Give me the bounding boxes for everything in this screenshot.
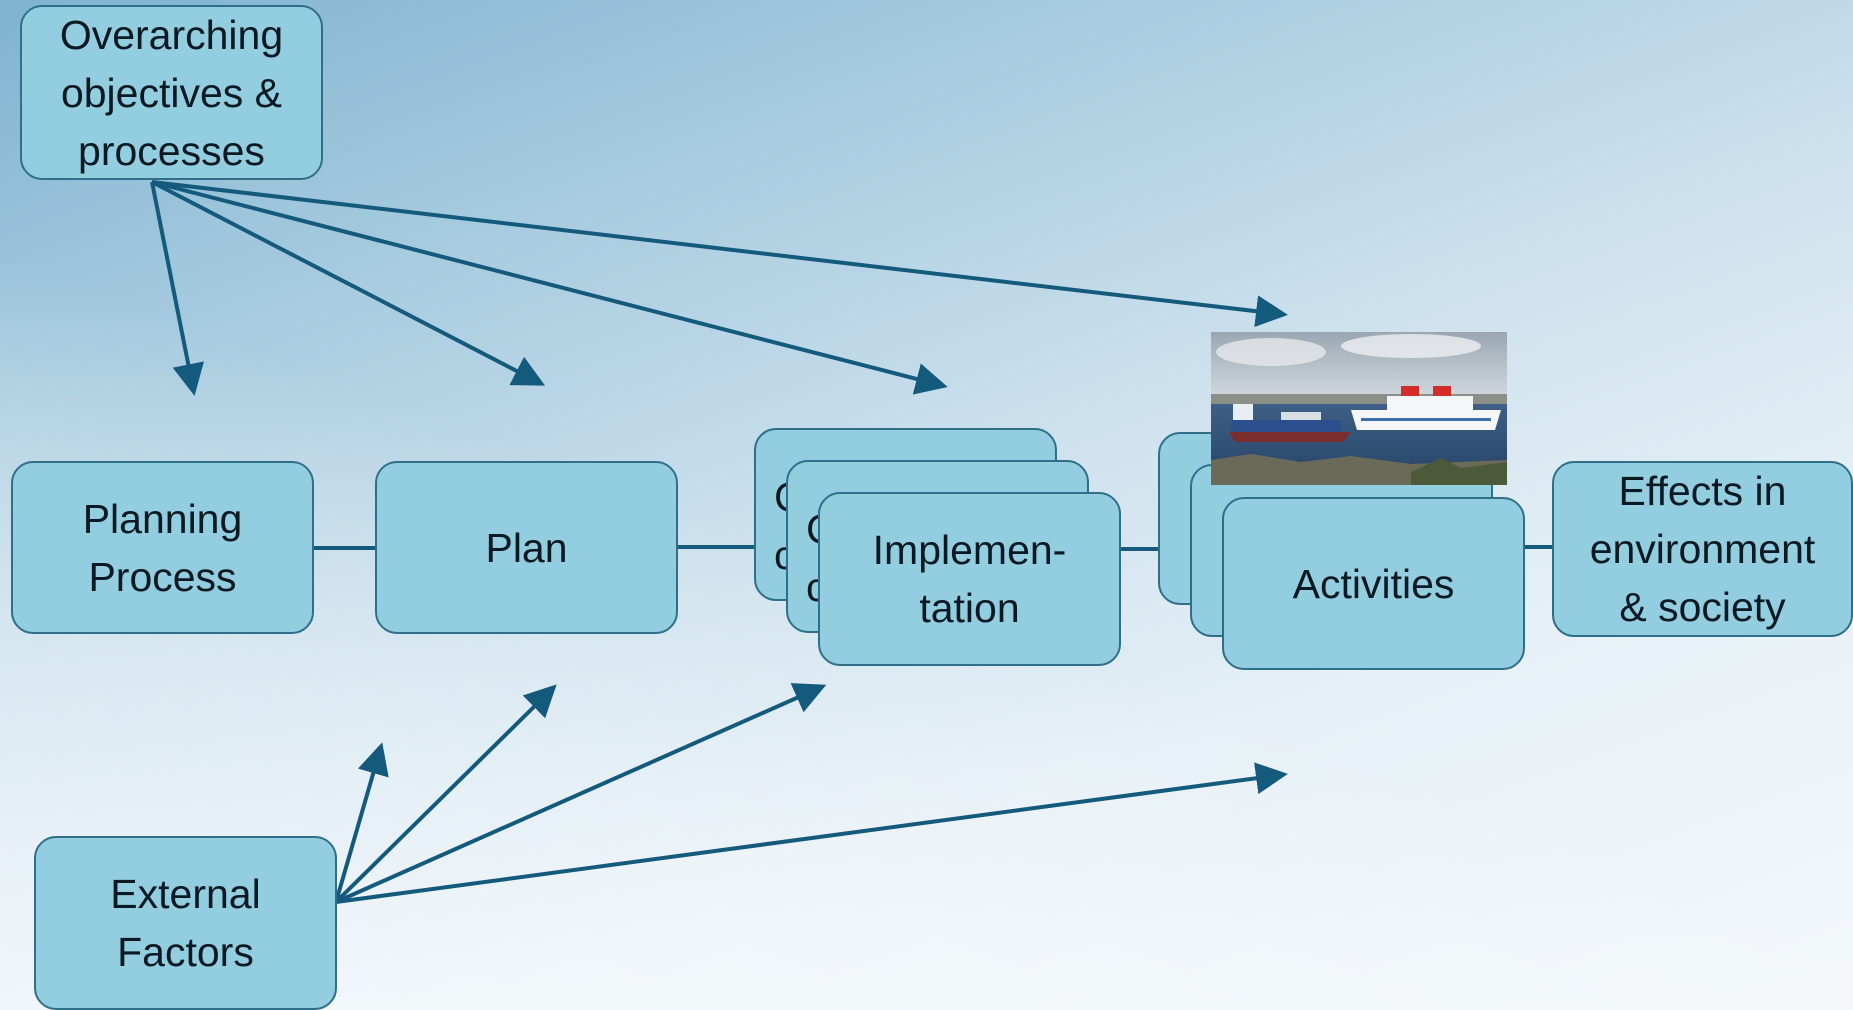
effects-box: Effects in environment & society [1552, 461, 1853, 637]
overarching-objectives-label: Overarching objectives & processes [59, 11, 284, 174]
activities-label: Activities [1292, 560, 1455, 607]
implementation-label: Implemen- tation [872, 527, 1067, 631]
ferry-photo [1211, 332, 1507, 485]
activities-box: Activities [1222, 497, 1525, 670]
arrow-external-to-plan [334, 684, 557, 904]
plan-box: Plan [375, 461, 678, 634]
arrow-overarching-to-activities [151, 180, 1288, 328]
arrow-external-to-planning [334, 742, 389, 903]
planning-process-box: Planning Process [11, 461, 314, 634]
arrow-external-to-implementation [335, 683, 827, 904]
implementation-box: Implemen- tation [818, 492, 1121, 666]
effects-label: Effects in environment & society [1589, 468, 1816, 630]
overarching-objectives-box: Overarching objectives & processes [20, 5, 323, 180]
planning-process-label: Planning Process [82, 495, 243, 600]
arrow-overarching-to-planning [150, 181, 205, 396]
plan-label: Plan [485, 524, 568, 571]
arrow-overarching-to-plan [151, 180, 546, 386]
arrow-external-to-activities [335, 762, 1288, 904]
ferry-photo-image [1211, 332, 1507, 485]
external-factors-label: External Factors [110, 871, 261, 975]
arrow-overarching-to-implementation [151, 180, 948, 395]
external-factors-box: External Factors [34, 836, 337, 1010]
